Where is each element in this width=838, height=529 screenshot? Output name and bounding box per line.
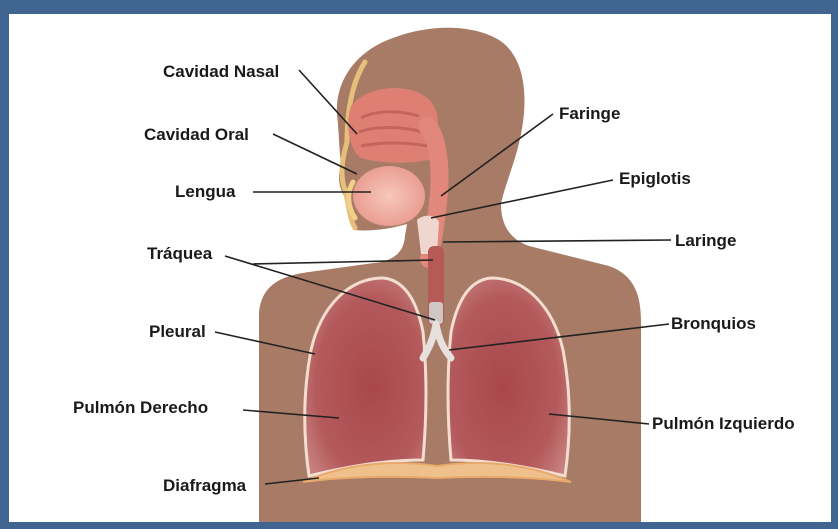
label-epiglotis: Epiglotis <box>619 169 691 189</box>
label-pulmon-derecho: Pulmón Derecho <box>73 398 208 418</box>
respiratory-system-illustration <box>9 14 831 522</box>
label-cavidad-nasal: Cavidad Nasal <box>163 62 279 82</box>
label-faringe: Faringe <box>559 104 620 124</box>
label-diafragma: Diafragma <box>163 476 246 496</box>
tongue-shape <box>353 166 425 226</box>
label-lengua: Lengua <box>175 182 235 202</box>
label-laringe: Laringe <box>675 231 736 251</box>
label-pulmon-izquierdo: Pulmón Izquierdo <box>652 414 795 434</box>
diagram-panel: Cavidad Nasal Cavidad Oral Lengua Tráque… <box>9 14 831 522</box>
label-cavidad-oral: Cavidad Oral <box>144 125 249 145</box>
label-pleural: Pleural <box>149 322 206 342</box>
label-traquea: Tráquea <box>147 244 212 264</box>
label-bronquios: Bronquios <box>671 314 756 334</box>
